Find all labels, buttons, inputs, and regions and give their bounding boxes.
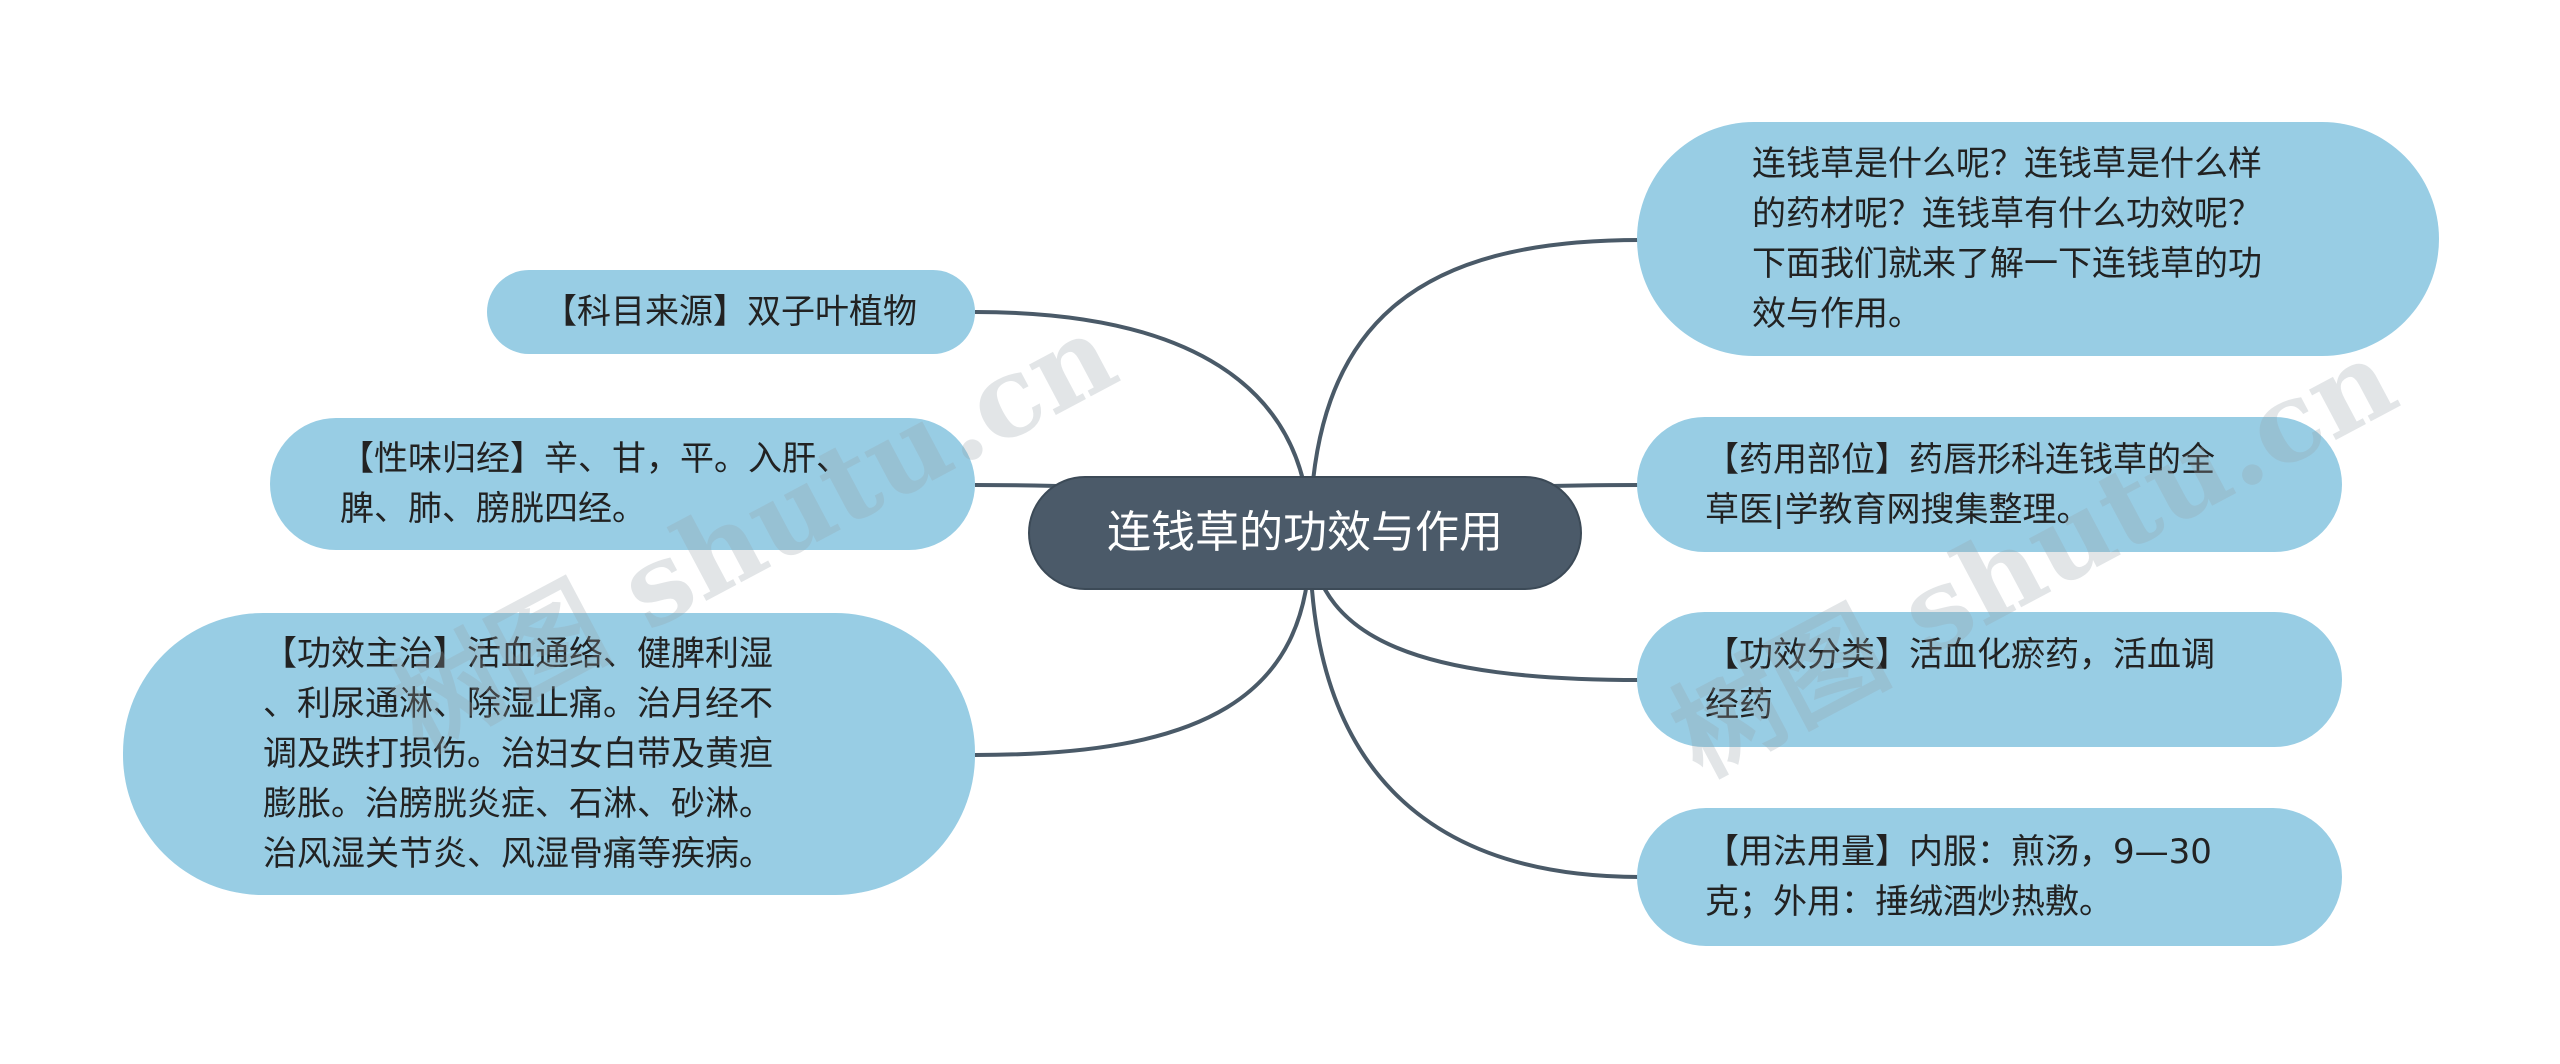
node-source[interactable]: 【科目来源】双子叶植物 [487, 270, 975, 354]
node-efficacy[interactable]: 【功效主治】活血通络、健脾利湿 、利尿通淋、除湿止痛。治月经不 调及跌打损伤。治… [123, 613, 975, 895]
node-dosage[interactable]: 【用法用量】内服：煎汤，9—30 克；外用：捶绒酒炒热敷。 [1637, 808, 2342, 946]
node-source-text: 【科目来源】双子叶植物 [543, 292, 917, 332]
node-medicinal-part[interactable]: 【药用部位】药唇形科连钱草的全 草医|学教育网搜集整理。 [1637, 417, 2342, 552]
edge-right-4 [1308, 539, 1641, 879]
central-topic-title: 连钱草的功效与作用 [1107, 507, 1503, 558]
node-intro[interactable]: 连钱草是什么呢？连钱草是什么样 的药材呢？连钱草有什么功效呢？ 下面我们就来了解… [1637, 122, 2439, 356]
node-efficacy-text: 【功效主治】活血通络、健脾利湿 、利尿通淋、除湿止痛。治月经不 调及跌打损伤。治… [263, 634, 773, 874]
edge-right-1 [1308, 238, 1641, 541]
edge-left-3 [974, 539, 1312, 757]
central-topic[interactable]: 连钱草的功效与作用 [1028, 476, 1582, 590]
node-medicinal-part-text: 【药用部位】药唇形科连钱草的全 草医|学教育网搜集整理。 [1705, 439, 2215, 530]
node-nature-meridian[interactable]: 【性味归经】辛、甘，平。入肝、 脾、肺、膀胱四经。 [270, 418, 975, 550]
node-classification-text: 【功效分类】活血化瘀药，活血调 经药 [1705, 634, 2215, 725]
node-dosage-text: 【用法用量】内服：煎汤，9—30 克；外用：捶绒酒炒热敷。 [1705, 832, 2212, 922]
node-intro-text: 连钱草是什么呢？连钱草是什么样 的药材呢？连钱草有什么功效呢？ 下面我们就来了解… [1752, 144, 2262, 334]
node-classification[interactable]: 【功效分类】活血化瘀药，活血调 经药 [1637, 612, 2342, 747]
node-nature-meridian-text: 【性味归经】辛、甘，平。入肝、 脾、肺、膀胱四经。 [340, 439, 850, 529]
